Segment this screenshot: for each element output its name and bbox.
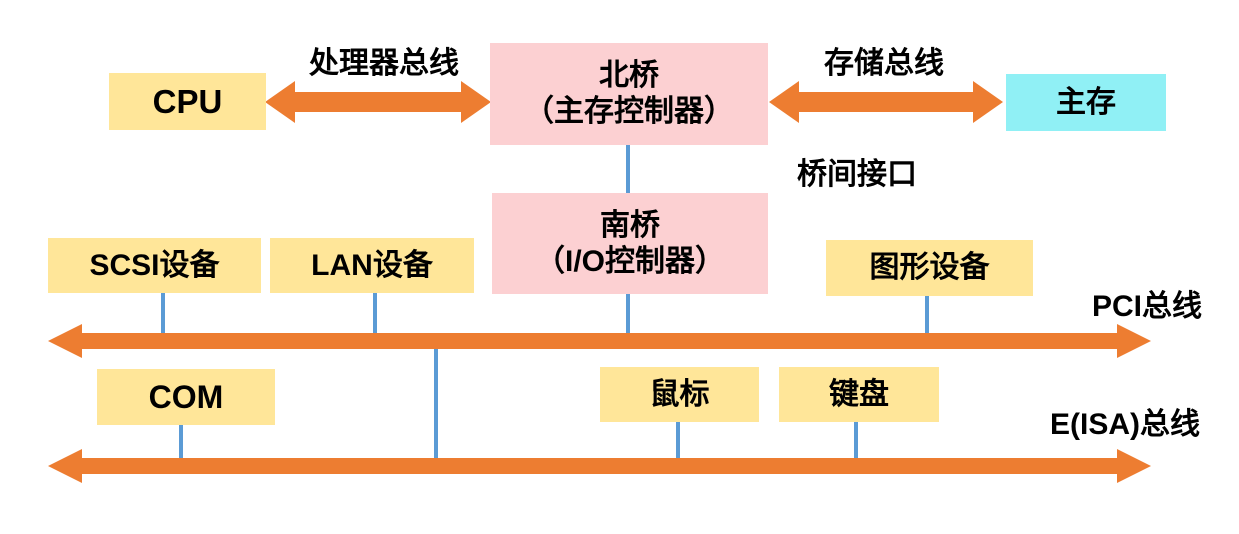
main-memory-node: 主存 <box>1006 74 1166 131</box>
arrowhead-left-icon <box>769 81 799 123</box>
bus-bar <box>295 92 461 112</box>
processor-bus-label: 处理器总线 <box>309 47 459 80</box>
eisa-bus-label: E(ISA)总线 <box>1050 408 1200 441</box>
cpu-label: CPU <box>152 82 223 120</box>
bus-bar <box>82 458 1117 474</box>
north-bridge-node: 北桥 （主存控制器） <box>490 43 768 145</box>
mouse-node: 鼠标 <box>600 367 759 422</box>
graphics-pci-link <box>925 296 929 334</box>
cpu-node: CPU <box>109 73 266 130</box>
eisa-bus-arrow <box>48 449 1151 483</box>
south-bridge-subtitle: （I/O控制器） <box>534 244 725 278</box>
scsi-pci-link <box>161 293 165 334</box>
pci-bus-arrow <box>48 324 1151 358</box>
northbridge-southbridge-link <box>626 145 630 193</box>
bus-bar <box>799 92 973 112</box>
processor-bus-arrow <box>265 81 491 123</box>
storage-bus-label: 存储总线 <box>824 47 944 80</box>
main-memory-label: 主存 <box>1056 85 1116 119</box>
bus-bar <box>82 333 1117 349</box>
south-bridge-node: 南桥 （I/O控制器） <box>492 193 768 294</box>
pci-eisa-link <box>434 349 438 459</box>
southbridge-pci-link <box>626 294 630 334</box>
com-label: COM <box>148 379 224 415</box>
north-bridge-subtitle: （主存控制器） <box>524 95 734 128</box>
arrowhead-left-icon <box>265 81 295 123</box>
scsi-device-label: SCSI设备 <box>89 248 220 282</box>
arrowhead-right-icon <box>1117 449 1151 483</box>
pci-bus-label: PCI总线 <box>1091 290 1202 323</box>
south-bridge-title: 南桥 <box>600 208 660 242</box>
bridge-interface-label: 桥间接口 <box>797 158 917 191</box>
graphics-device-node: 图形设备 <box>826 240 1033 296</box>
arrowhead-left-icon <box>48 449 82 483</box>
keyboard-node: 键盘 <box>779 367 939 422</box>
arrowhead-left-icon <box>48 324 82 358</box>
arrowhead-right-icon <box>1117 324 1151 358</box>
arrowhead-right-icon <box>973 81 1003 123</box>
lan-device-node: LAN设备 <box>270 238 474 293</box>
lan-device-label: LAN设备 <box>311 248 433 282</box>
mouse-label: 鼠标 <box>649 377 710 411</box>
arrowhead-right-icon <box>461 81 491 123</box>
scsi-device-node: SCSI设备 <box>48 238 261 293</box>
keyboard-label: 键盘 <box>829 377 889 411</box>
com-eisa-link <box>179 424 183 459</box>
north-bridge-title: 北桥 <box>599 59 659 92</box>
graphics-device-label: 图形设备 <box>869 251 990 284</box>
com-node: COM <box>97 369 275 425</box>
storage-bus-arrow <box>769 81 1003 123</box>
keyboard-eisa-link <box>854 422 858 459</box>
mouse-eisa-link <box>676 422 680 459</box>
lan-pci-link <box>373 293 377 334</box>
